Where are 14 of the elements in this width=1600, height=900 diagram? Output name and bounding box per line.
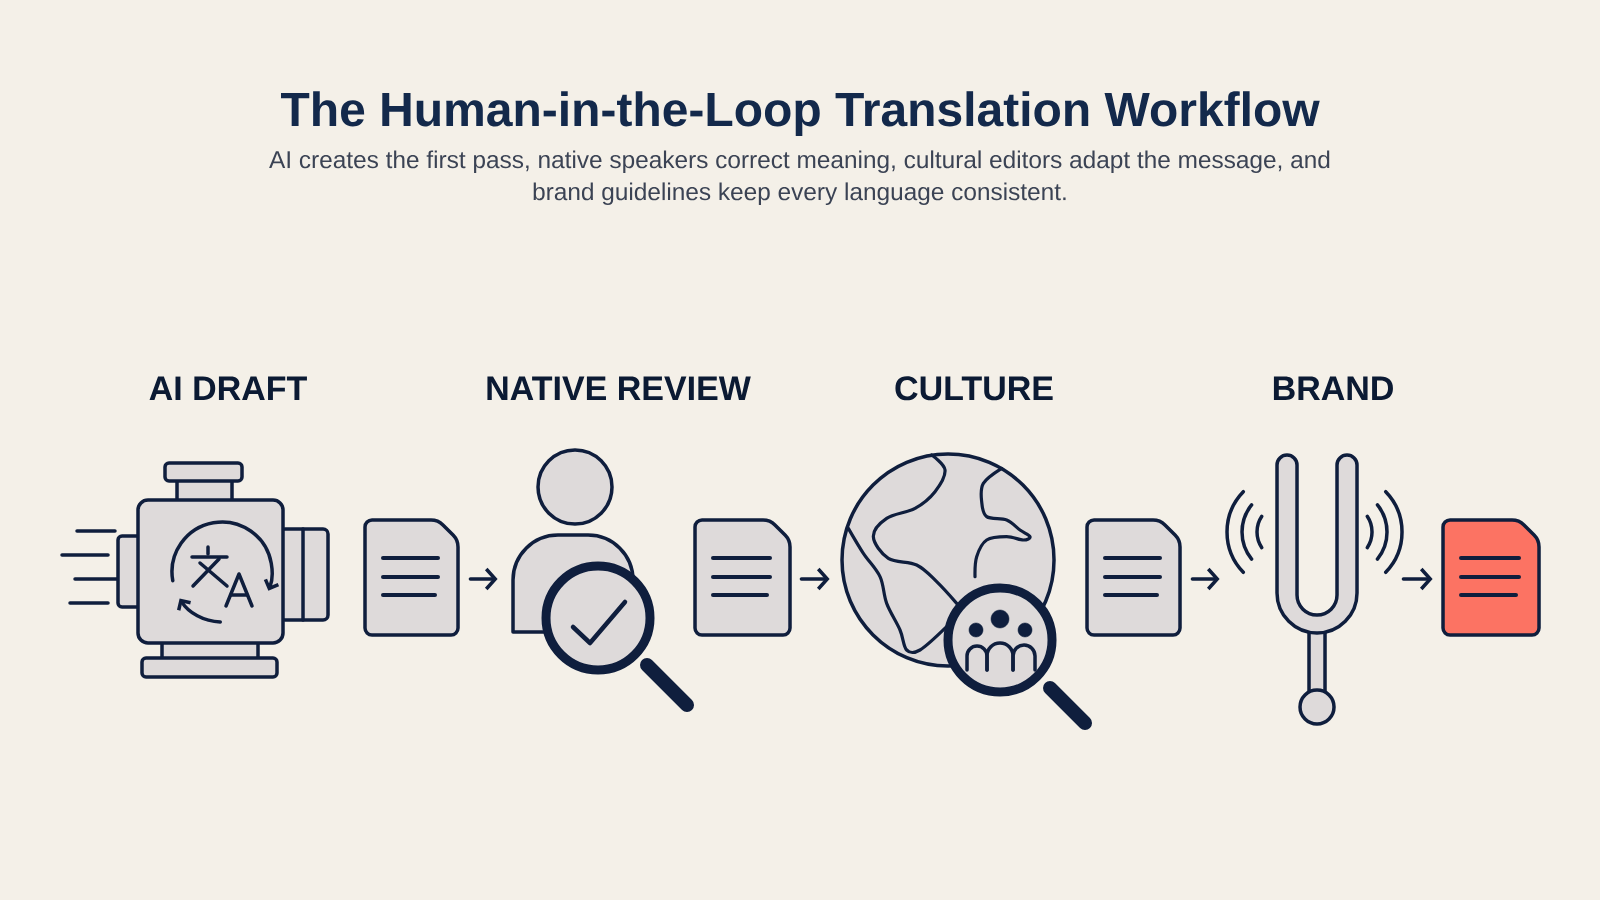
subtitle: AI creates the first pass, native speakers correct meaning, cultural editors adapt the message, and brand guidelines keep every language consistent.	[269, 150, 1330, 206]
arrow	[1401, 567, 1433, 591]
document-icon	[363, 518, 460, 637]
title: The Human-in-the-Loop Translation Workflow	[281, 91, 1320, 136]
arrow	[468, 567, 498, 591]
arrow	[799, 567, 830, 591]
stage-heading: CULTURE	[895, 376, 1053, 401]
stage-heading: NATIVE REVIEW	[487, 376, 751, 400]
document-icon	[1085, 518, 1182, 637]
stage-heading: AI DRAFT	[149, 376, 307, 400]
document-icon	[1441, 518, 1541, 637]
document-icon	[693, 518, 792, 637]
arrow	[1190, 567, 1220, 591]
stage-heading: BRAND	[1273, 376, 1393, 400]
